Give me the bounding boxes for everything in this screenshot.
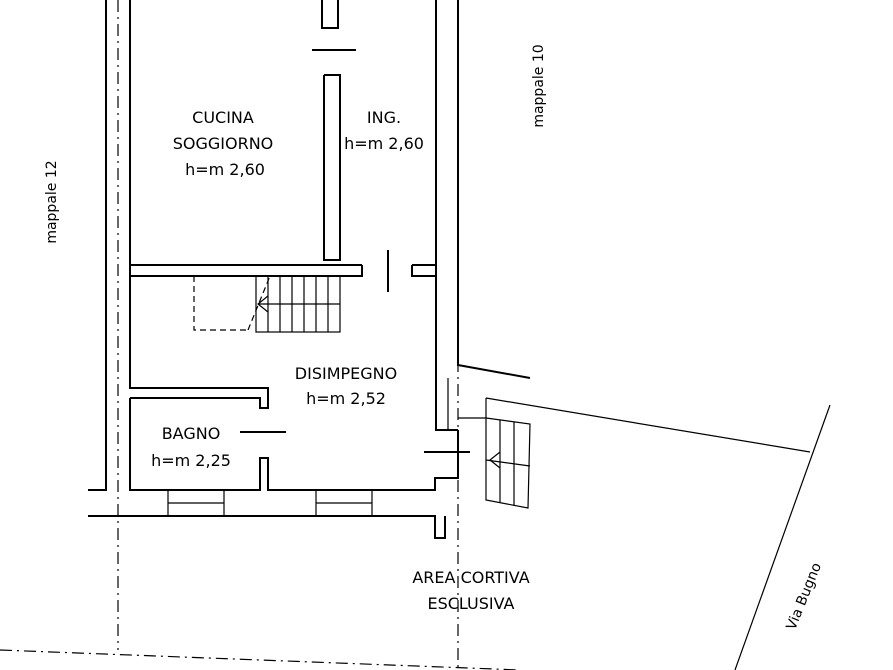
site-labels: mappale 12 mappale 10 Via Bugno (44, 44, 825, 632)
neighbor-right-label: mappale 10 (531, 44, 547, 127)
neighbor-left-label: mappale 12 (44, 160, 60, 243)
hall-label: DISIMPEGNO (295, 364, 397, 383)
bathroom-height: h=m 2,25 (151, 451, 231, 470)
entrance-label: ING. (367, 108, 401, 127)
courtyard-label-line1: AREA CORTIVA (412, 568, 529, 587)
bathroom-label: BAGNO (162, 424, 221, 443)
courtyard-label-line2: ESCLUSIVA (427, 594, 514, 613)
interior-walls (129, 0, 470, 491)
kitchen-height: h=m 2,60 (185, 160, 265, 179)
windows (167, 489, 373, 517)
interior-staircase (193, 275, 341, 333)
courtyard-boundary (485, 397, 831, 670)
room-labels: CUCINA SOGGIORNO h=m 2,60 ING. h=m 2,60 … (151, 108, 530, 613)
kitchen-label-line1: CUCINA (192, 108, 254, 127)
hall-height: h=m 2,52 (306, 389, 386, 408)
entrance-height: h=m 2,60 (344, 134, 424, 153)
kitchen-label-line2: SOGGIORNO (173, 134, 274, 153)
exterior-steps (458, 398, 531, 509)
street-label: Via Bugno (784, 561, 825, 633)
property-boundaries (0, 0, 521, 670)
